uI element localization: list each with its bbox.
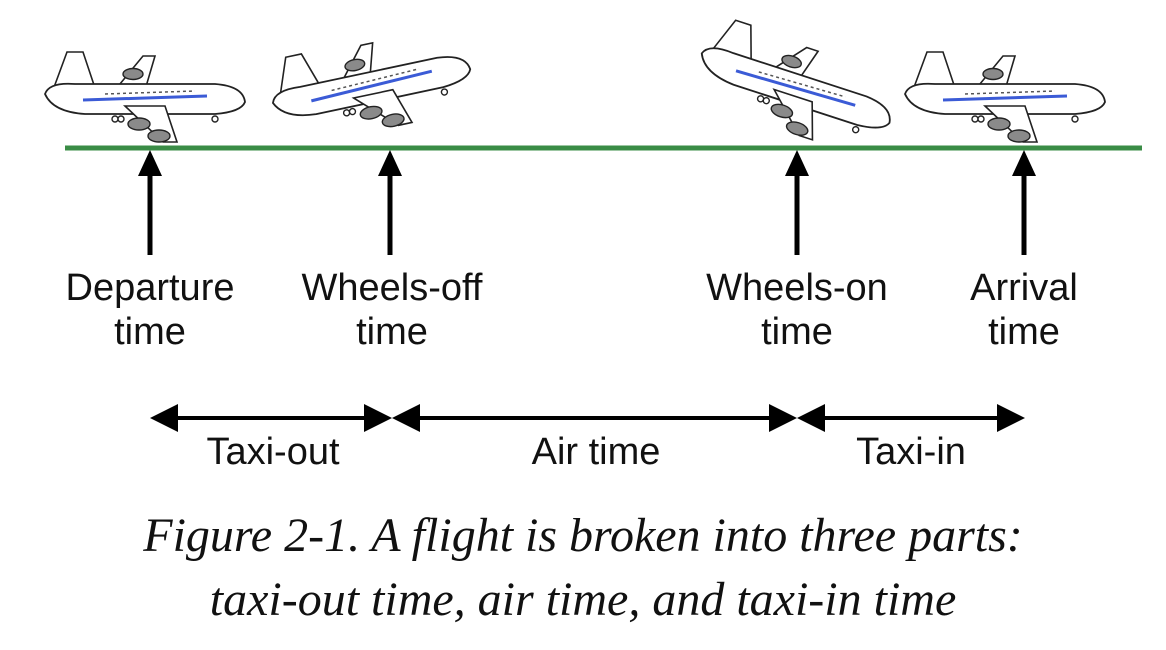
plane-takeoff <box>262 18 481 152</box>
airplane-icon <box>685 11 907 163</box>
phase-label-taxi-in: Taxi-in <box>856 431 966 473</box>
event-label-departure-line1: Departure <box>66 267 235 309</box>
event-label-wheels-off-line1: Wheels-off <box>302 267 483 309</box>
phase-arrow-taxi-out <box>150 404 392 432</box>
event-label-arrival-line2: time <box>988 311 1060 353</box>
event-arrow-wheels-off <box>378 150 402 255</box>
phase-arrow-taxi-in <box>797 404 1025 432</box>
event-label-wheels-off-line2: time <box>356 311 428 353</box>
phase-label-air-time: Air time <box>532 431 661 473</box>
phase-label-taxi-out: Taxi-out <box>206 431 339 473</box>
event-arrow-wheels-on <box>785 150 809 255</box>
event-label-departure-line2: time <box>114 311 186 353</box>
airplane-icon <box>43 50 247 144</box>
event-label-wheels-on-line1: Wheels-on <box>706 267 888 309</box>
event-label-arrival-line1: Arrival <box>970 267 1078 309</box>
phase-arrow-air-time <box>392 404 797 432</box>
event-arrow-arrival <box>1012 150 1036 255</box>
plane-arrival <box>903 50 1107 144</box>
figure-caption-line1: Figure 2-1. A flight is broken into thre… <box>143 509 1023 562</box>
event-arrow-departure <box>138 150 162 255</box>
event-label-wheels-on-line2: time <box>761 311 833 353</box>
plane-departure <box>43 50 247 144</box>
airplane-icon <box>262 18 481 152</box>
plane-landing <box>685 11 907 163</box>
figure-caption-line2: taxi-out time, air time, and taxi-in tim… <box>209 573 957 626</box>
airplane-icon <box>903 50 1107 144</box>
